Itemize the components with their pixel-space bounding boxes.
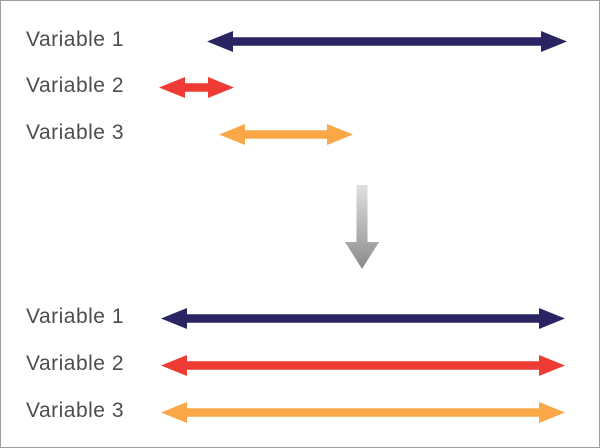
after-variable-2-range-arrow xyxy=(161,354,565,376)
before-variable-2-label: Variable 2 xyxy=(26,74,125,98)
down-arrow-shape xyxy=(345,185,379,269)
after-variable-3-range-arrow xyxy=(161,401,565,423)
before-variable-1-range-arrow xyxy=(207,30,567,52)
before-variable-3-label: Variable 3 xyxy=(26,121,125,145)
after-variable-3-label: Variable 3 xyxy=(26,399,125,423)
before-variable-1-label: Variable 1 xyxy=(26,28,125,52)
after-variable-1-range-arrow xyxy=(161,307,565,329)
before-variable-3-range-arrow xyxy=(219,123,353,145)
before-variable-2-range-arrow xyxy=(159,76,234,98)
after-variable-1-label: Variable 1 xyxy=(26,305,125,329)
transform-down-arrow xyxy=(345,185,379,269)
after-variable-2-label: Variable 2 xyxy=(26,352,125,376)
